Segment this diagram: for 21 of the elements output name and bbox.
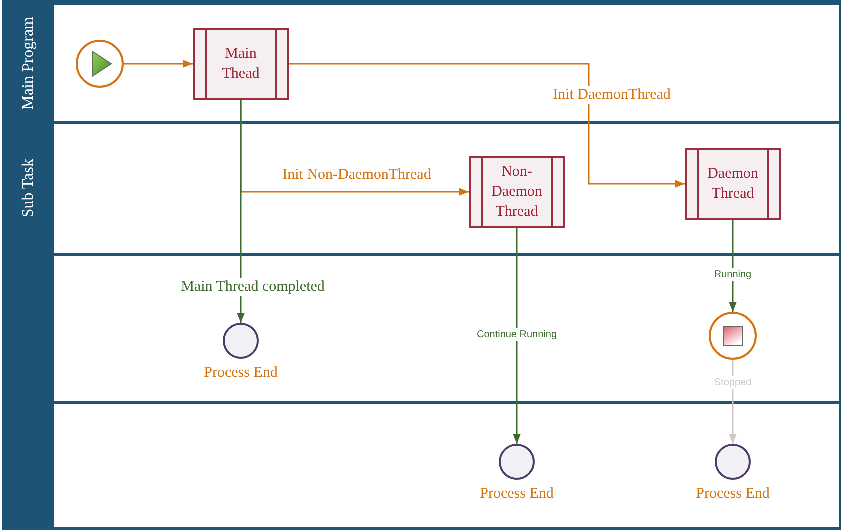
swimlane [4, 5, 839, 124]
flow-arrow [124, 60, 193, 68]
subprocess-box: Daemon Thread [685, 148, 781, 220]
edge-label: Init DaemonThread [551, 86, 673, 104]
swimlane [4, 404, 839, 530]
flow-arrow [289, 63, 685, 188]
edge-label: Stopped [712, 376, 754, 390]
event-label: Process End [480, 485, 554, 503]
lane-title: Main Program [19, 16, 38, 110]
flow-arrow [237, 100, 245, 323]
event-label: Process End [696, 485, 770, 503]
subprocess-box: Main Thead [193, 28, 289, 100]
edge-label: Main Thread completed [179, 278, 327, 296]
lane-title: Sub Task [19, 159, 38, 218]
edge-label: Continue Running [474, 328, 560, 342]
event-label: Process End [204, 364, 278, 382]
swimlane [4, 124, 839, 256]
edge-label: Running [712, 268, 754, 282]
swimlane [4, 256, 839, 404]
flow-arrow [513, 228, 521, 444]
subprocess-box: Non-Daemon Thread [469, 156, 565, 228]
